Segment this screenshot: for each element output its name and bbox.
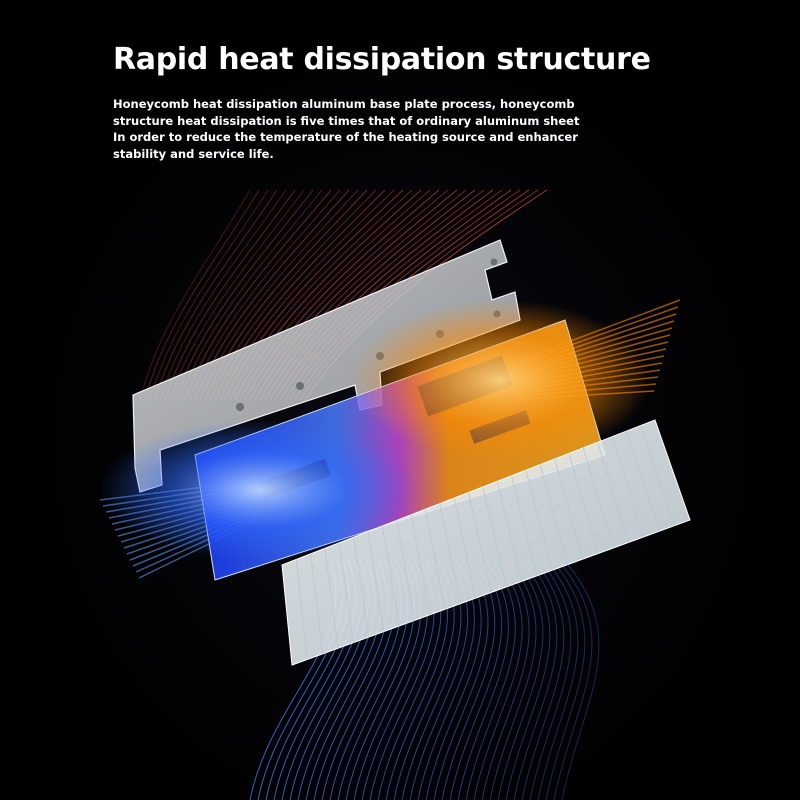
heat-flow-line: [154, 189, 278, 401]
cooling-flow-line: [489, 559, 537, 800]
heatsink-fin: [410, 514, 431, 615]
heatsink-fin: [554, 458, 584, 560]
heat-glow: [350, 300, 650, 460]
heatsink-fin: [453, 497, 477, 599]
heatsink-fin: [324, 548, 339, 649]
heatsink-fin: [468, 492, 492, 593]
heatsink-fin: [439, 503, 461, 604]
cooling-flow-line: [545, 559, 586, 800]
heatsink-fin: [482, 486, 507, 588]
heatsink-fin: [353, 537, 369, 638]
heatsink-fin: [582, 447, 614, 549]
cooling-flow-line: [537, 559, 579, 800]
heat-flow-line: [149, 189, 269, 401]
cooling-flow-line: [481, 559, 530, 800]
cooling-flow-line: [553, 559, 593, 800]
heatsink-fin: [625, 431, 660, 532]
heatsink-fin: [338, 542, 354, 643]
cooling-flow-line: [465, 559, 516, 800]
heatsink-fin: [597, 442, 630, 543]
heatsink-fin: [367, 531, 385, 632]
heatsink-fins: [295, 425, 676, 660]
heat-flow-line: [169, 189, 305, 401]
heat-flow-line: [159, 189, 287, 401]
heat-flow-line: [144, 189, 260, 401]
heatsink-fin: [511, 475, 538, 576]
page-title: Rapid heat dissipation structure: [113, 42, 651, 77]
heat-flow-line: [139, 189, 251, 401]
description-line: Honeycomb heat dissipation aluminum base…: [113, 97, 575, 111]
cooling-flow-line: [561, 559, 600, 800]
honeycomb-heatsink: [281, 419, 691, 666]
heatsink-fin: [295, 559, 308, 660]
heatsink-fin: [611, 436, 645, 537]
heatsink-fin: [310, 553, 324, 654]
description-line: stability and service life.: [113, 146, 274, 161]
heatsink-fin: [382, 525, 400, 627]
cooling-flow-line: [529, 559, 572, 800]
cooling-flow-line: [521, 559, 565, 800]
heatsink-fin: [425, 509, 446, 610]
heat-flow-line: [164, 189, 296, 401]
heatsink-fin: [496, 481, 523, 582]
cooling-flow-line: [513, 559, 558, 800]
cooling-flow-line: [457, 559, 509, 800]
cooling-glow: [100, 420, 420, 560]
heatsink-fin: [525, 470, 553, 571]
heatsink-fin: [396, 520, 415, 621]
description-line: structure heat dissipation is five times…: [113, 113, 580, 128]
cooling-flow-line: [497, 559, 544, 800]
heat-flow-line: [174, 189, 314, 401]
cooling-flow-line: [505, 559, 551, 800]
heatsink-fin: [640, 425, 676, 526]
heatsink-fin: [539, 464, 568, 565]
description-line: In order to reduce the temperature of th…: [113, 130, 578, 144]
description: Honeycomb heat dissipation aluminum base…: [113, 96, 633, 162]
cooling-flow-line: [473, 559, 523, 800]
heatsink-fin: [568, 453, 599, 554]
